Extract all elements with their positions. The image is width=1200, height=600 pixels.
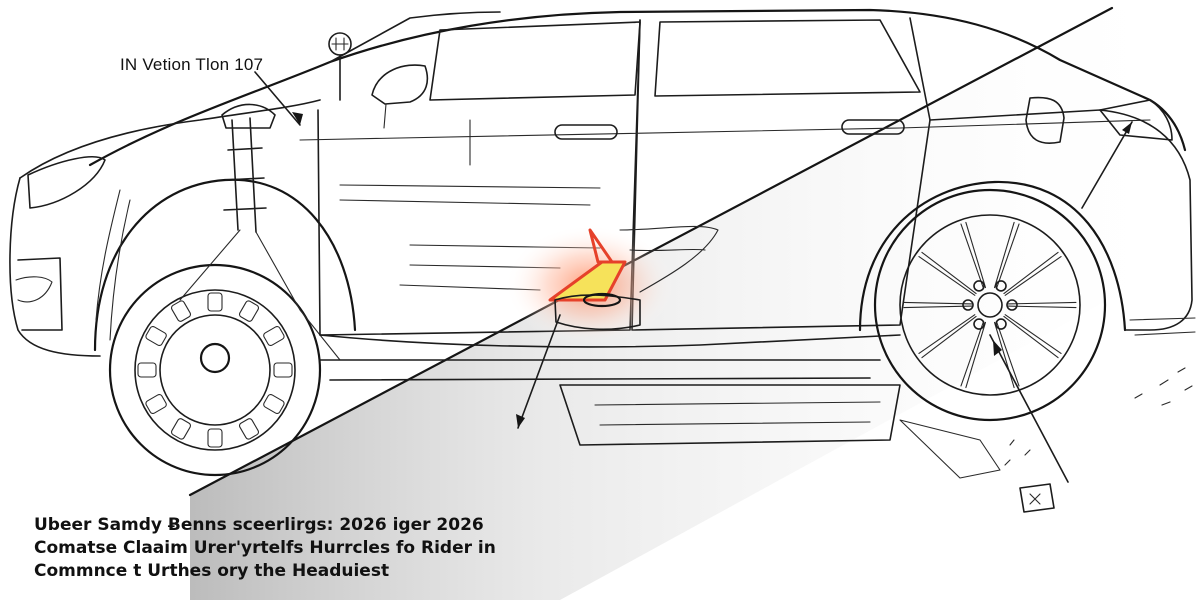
dent-outline: [554, 294, 641, 331]
side-mirror: [371, 64, 429, 105]
suspension-arm: [179, 229, 341, 361]
rear-light-arrow: [1081, 121, 1133, 209]
rim-spoke: [1003, 314, 1062, 359]
rim-slot: [207, 292, 223, 312]
rim-spoke: [903, 301, 973, 309]
rim-spoke: [1007, 301, 1077, 309]
rim-slot: [273, 362, 293, 378]
front-hub: [199, 342, 231, 374]
front-tire: [108, 263, 322, 477]
impact-core: [548, 260, 627, 302]
front-lower-grille: [17, 257, 63, 331]
front-vent: [15, 276, 53, 303]
impact-arrow: [517, 314, 561, 429]
window-frame: [429, 21, 641, 101]
taillight: [1099, 99, 1173, 141]
dent-hole: [582, 292, 622, 308]
sill-panel: [319, 334, 901, 348]
brake-lines: [95, 189, 131, 341]
lug-nut: [1006, 299, 1018, 311]
rear-light-arrowhead: [1122, 122, 1132, 134]
front-rim-inner: [159, 314, 271, 426]
caption-line-2: Comatse Claaim Urer'yrtelfs Hurrcles fo …: [34, 538, 496, 558]
caption-line-1: Ubeer Samdy Ƀenns sceerlirgs: 2026 iger …: [34, 515, 484, 535]
small-bag-icon: [1019, 483, 1055, 513]
diagonal-shade-band: [190, 10, 1200, 600]
lug-nut: [995, 318, 1007, 330]
side-step: [559, 384, 901, 446]
fuel-door: [1025, 96, 1065, 144]
lug-nut: [995, 280, 1007, 292]
front-door-outline: [317, 19, 641, 336]
rim-slot: [170, 418, 192, 440]
front-strut: [223, 117, 267, 233]
rim-spoke: [993, 221, 1020, 289]
door-panel-lines: [339, 184, 601, 291]
rear-bumper: [1129, 317, 1196, 336]
rear-tire: [873, 188, 1107, 422]
rim-slot: [238, 300, 260, 322]
rear-door-outline: [631, 17, 931, 331]
lug-nut: [973, 318, 985, 330]
lug-arrow: [989, 334, 1069, 483]
caption-line-3: Commnce t Urthes ory the Headuiest: [34, 561, 390, 581]
rim-spoke: [918, 314, 977, 359]
lug-arrowhead: [993, 340, 1002, 356]
rear-window-frame: [654, 19, 921, 97]
lug-nut: [962, 299, 974, 311]
crumple-lines: [619, 225, 719, 293]
front-rim-slots: [137, 292, 293, 448]
debris-marks: [1004, 367, 1193, 466]
rim-spoke: [960, 321, 987, 389]
front-wheel-arch: [93, 178, 357, 352]
front-hood: [19, 99, 321, 179]
rear-rim-spokes: [903, 221, 1077, 389]
rear-rim: [899, 214, 1081, 396]
rim-slot: [207, 428, 223, 448]
rim-spoke: [918, 251, 977, 296]
roof-line: [88, 8, 1187, 167]
headlight: [27, 156, 106, 209]
impact-flare: [588, 228, 614, 264]
rear-quarter: [929, 109, 1193, 331]
rim-spoke: [960, 221, 987, 289]
front-bumper: [9, 177, 101, 357]
impact-arrowhead: [516, 414, 525, 428]
callout-arrow: [254, 71, 301, 126]
strut-mount: [221, 103, 276, 129]
fuel-gauge-icon: [328, 32, 352, 101]
rim-slot: [263, 393, 285, 415]
mirror-stalk: [383, 103, 387, 129]
rocker-panel: [899, 419, 1001, 479]
rim-spoke: [1003, 251, 1062, 296]
rim-slot: [145, 393, 167, 415]
rim-spoke: [993, 321, 1020, 389]
rim-slot: [170, 300, 192, 322]
callout-arrowhead: [292, 112, 303, 125]
rim-slot: [238, 418, 260, 440]
side-step-tread: [594, 401, 881, 426]
rim-slot: [145, 325, 167, 347]
rear-hub: [977, 292, 1003, 318]
front-rim: [134, 289, 296, 451]
belt-line: [299, 119, 1151, 141]
front-door-handle: [554, 124, 618, 140]
windshield: [329, 11, 501, 63]
lug-nut: [973, 280, 985, 292]
rear-door-handle: [841, 119, 905, 135]
callout-label: IN Vetion Tlon 107: [120, 55, 264, 74]
rear-lug-nuts: [962, 280, 1018, 330]
rim-slot: [263, 325, 285, 347]
rim-slot: [137, 362, 157, 378]
rear-wheel-arch: [858, 180, 1127, 332]
caption-text: Ubeer Samdy Ƀenns sceerlirgs: 2026 iger …: [34, 514, 734, 583]
running-board: [319, 359, 881, 381]
